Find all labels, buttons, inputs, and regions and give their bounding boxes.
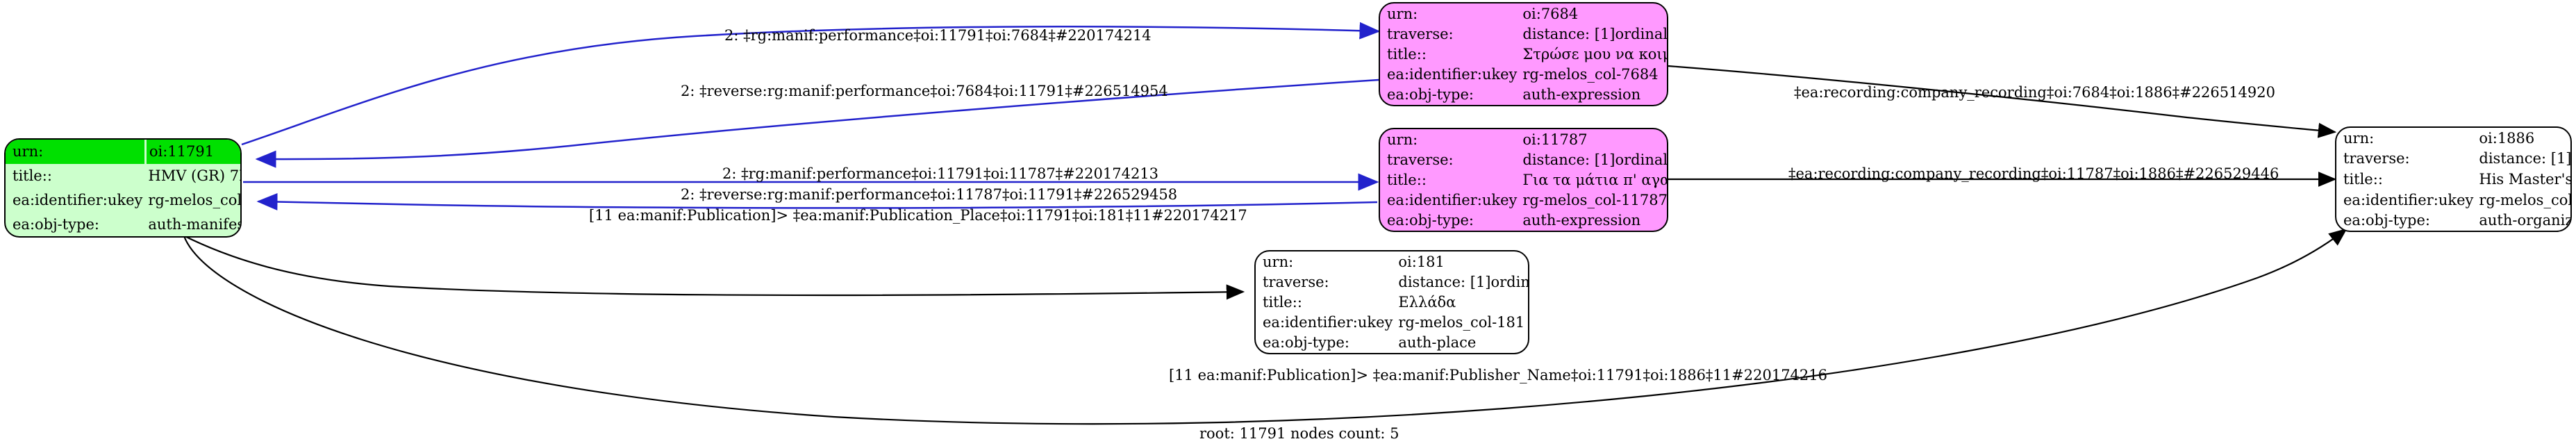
edge-11791-to-181 (181, 234, 1245, 300)
node-row-title: title:: His Master's Voice (Greece) (2336, 169, 2572, 190)
node-row-objtype: ea:obj-type: auth-place (1256, 333, 1528, 353)
node-value-identifier: rg-melos_col-11791 (148, 191, 242, 208)
node-key-identifier: ea:identifier:ukey (1387, 192, 1518, 209)
node-organization-1886[interactable]: urn: oi:1886 traverse: distance: [1]ordi… (2335, 126, 2572, 232)
node-key-title: title:: (2343, 170, 2383, 188)
edge-label-11787-to-11791: 2: ‡reverse:rg:manif:performance‡oi:1178… (681, 186, 1178, 203)
node-row-urn: urn: oi:11791 (6, 140, 240, 164)
node-value-title: Για τα μάτια π' αγαπώ (1522, 171, 1667, 188)
node-row-identifier: ea:identifier:ukey rg-melos_col-11787 (1380, 190, 1668, 210)
node-row-urn: urn: oi:7684 (1380, 3, 1667, 24)
node-key-identifier: ea:identifier:ukey (13, 191, 143, 208)
node-row-traverse: traverse: distance: [1]ordinal: 3 (2336, 149, 2573, 170)
node-key-identifier: ea:identifier:ukey (2343, 191, 2474, 208)
node-value-traverse: distance: [1]ordinal: 3 (2476, 149, 2573, 170)
node-value-title: HMV (GR) 7PG 2917 [A': Για τα μάτια π' α… (148, 167, 240, 185)
node-row-traverse: traverse: distance: [1]ordinal: 2 (1380, 149, 1668, 170)
node-expression-11787[interactable]: urn: oi:11787 traverse: distance: [1]ord… (1379, 128, 1668, 232)
node-expression-7684[interactable]: urn: oi:7684 traverse: distance: [1]ordi… (1379, 2, 1668, 106)
node-row-traverse: traverse: distance: [1]ordinal: 4 (1256, 272, 1529, 292)
node-key-urn: urn: (1263, 253, 1294, 270)
node-row-identifier: ea:identifier:ukey rg-melos_col-7684 (1380, 65, 1667, 85)
graph-footer-summary: root: 11791 nodes count: 5 (1199, 425, 1399, 442)
node-key-objtype: ea:obj-type: (1387, 212, 1474, 229)
node-value-ordinal: ordinal: 1 (1615, 25, 1668, 42)
node-key-traverse: traverse: (1263, 273, 1329, 290)
node-row-identifier: ea:identifier:ukey rg-melos_col-181 (1256, 313, 1528, 333)
node-value-objtype: auth-manifestation (148, 215, 240, 233)
node-value-objtype: auth-place (1398, 334, 1477, 352)
node-value-title: His Master's Voice (Greece) (2479, 170, 2572, 188)
node-row-urn: urn: oi:181 (1256, 251, 1528, 272)
node-value-title: Ελλάδα (1398, 293, 1456, 311)
node-key-title: title:: (1387, 45, 1427, 63)
node-row-objtype: ea:obj-type: auth-organization (2336, 210, 2572, 231)
node-value-ordinal: ordinal: 3 (2572, 150, 2573, 167)
node-row-identifier: ea:identifier:ukey rg-melos_col-1886 (2336, 190, 2572, 210)
edge-label-11791-to-7684: 2: ‡rg:manif:performance‡oi:11791‡oi:768… (724, 27, 1152, 44)
edge-label-11791-to-11787: 2: ‡rg:manif:performance‡oi:11791‡oi:117… (722, 165, 1159, 182)
node-key-urn: urn: (1387, 131, 1418, 148)
node-manifestation-11791[interactable]: urn: oi:11791 title:: HMV (GR) 7PG 2917 … (4, 138, 242, 238)
node-key-objtype: ea:obj-type: (2343, 212, 2430, 229)
node-row-urn: urn: oi:1886 (2336, 128, 2570, 149)
node-key-title: title:: (13, 167, 52, 185)
node-value-identifier: rg-melos_col-7684 (1522, 66, 1659, 83)
node-value-urn: oi:1886 (2479, 129, 2535, 147)
node-key-objtype: ea:obj-type: (1387, 86, 1474, 104)
node-value-distance: distance: [1] (1522, 151, 1615, 168)
node-row-objtype: ea:obj-type: auth-expression (1380, 210, 1667, 231)
node-value-urn: oi:11791 (145, 140, 240, 164)
node-value-traverse: distance: [1]ordinal: 2 (1520, 149, 1668, 170)
edge-label-7684-to-1886: ‡ea:recording:company_recording‡oi:7684‡… (1794, 84, 2275, 101)
node-value-distance: distance: [1] (2479, 150, 2572, 167)
node-value-objtype: auth-expression (1522, 212, 1641, 229)
node-key-objtype: ea:obj-type: (13, 215, 99, 233)
node-value-ordinal: ordinal: 4 (1490, 273, 1529, 290)
node-row-urn: urn: oi:11787 (1380, 129, 1667, 149)
node-key-traverse: traverse: (2343, 150, 2410, 167)
edge-label-11791-to-181: [11 ea:manif:Publication]> ‡ea:manif:Pub… (589, 207, 1247, 224)
node-value-title: Στρώσε μου να κοιμηθώ (1522, 45, 1667, 63)
node-value-distance: distance: [1] (1522, 25, 1615, 42)
node-row-title: title:: HMV (GR) 7PG 2917 [A': Για τα μά… (6, 164, 240, 188)
node-key-urn: urn: (6, 140, 147, 164)
node-key-urn: urn: (2343, 129, 2375, 147)
node-key-traverse: traverse: (1387, 151, 1454, 168)
node-key-objtype: ea:obj-type: (1263, 334, 1349, 352)
node-row-objtype: ea:obj-type: auth-manifestation (6, 212, 240, 236)
node-row-title: title:: Στρώσε μου να κοιμηθώ (1380, 44, 1667, 64)
node-row-objtype: ea:obj-type: auth-expression (1380, 85, 1667, 105)
node-value-identifier: rg-melos_col-181 (1398, 314, 1525, 331)
node-value-identifier: rg-melos_col-1886 (2479, 191, 2572, 208)
node-value-urn: oi:7684 (1522, 5, 1579, 22)
node-key-title: title:: (1263, 293, 1302, 311)
node-row-traverse: traverse: distance: [1]ordinal: 1 (1380, 24, 1668, 44)
node-value-objtype: auth-expression (1522, 86, 1641, 104)
edge-label-7684-to-11791: 2: ‡reverse:rg:manif:performance‡oi:7684… (681, 83, 1168, 99)
node-key-title: title:: (1387, 171, 1427, 188)
edge-label-11787-to-1886: ‡ea:recording:company_recording‡oi:11787… (1788, 165, 2279, 182)
node-key-identifier: ea:identifier:ukey (1263, 314, 1393, 331)
node-value-traverse: distance: [1]ordinal: 1 (1520, 24, 1668, 44)
node-value-urn: oi:181 (1398, 253, 1445, 270)
edge-label-11791-to-1886: [11 ea:manif:Publication]> ‡ea:manif:Pub… (1169, 367, 1827, 383)
node-value-identifier: rg-melos_col-11787 (1522, 192, 1668, 209)
node-row-identifier: ea:identifier:ukey rg-melos_col-11791 (6, 188, 242, 213)
node-value-objtype: auth-organization (2479, 212, 2572, 229)
node-value-urn: oi:11787 (1522, 131, 1588, 148)
node-value-ordinal: ordinal: 2 (1615, 151, 1668, 168)
node-value-traverse: distance: [1]ordinal: 4 (1395, 272, 1529, 292)
node-row-title: title:: Ελλάδα (1256, 292, 1528, 312)
node-key-identifier: ea:identifier:ukey (1387, 66, 1518, 83)
node-value-distance: distance: [1] (1398, 273, 1491, 290)
node-row-title: title:: Για τα μάτια π' αγαπώ (1380, 170, 1667, 190)
node-key-urn: urn: (1387, 5, 1418, 22)
node-place-181[interactable]: urn: oi:181 traverse: distance: [1]ordin… (1254, 250, 1529, 354)
node-key-traverse: traverse: (1387, 25, 1454, 42)
